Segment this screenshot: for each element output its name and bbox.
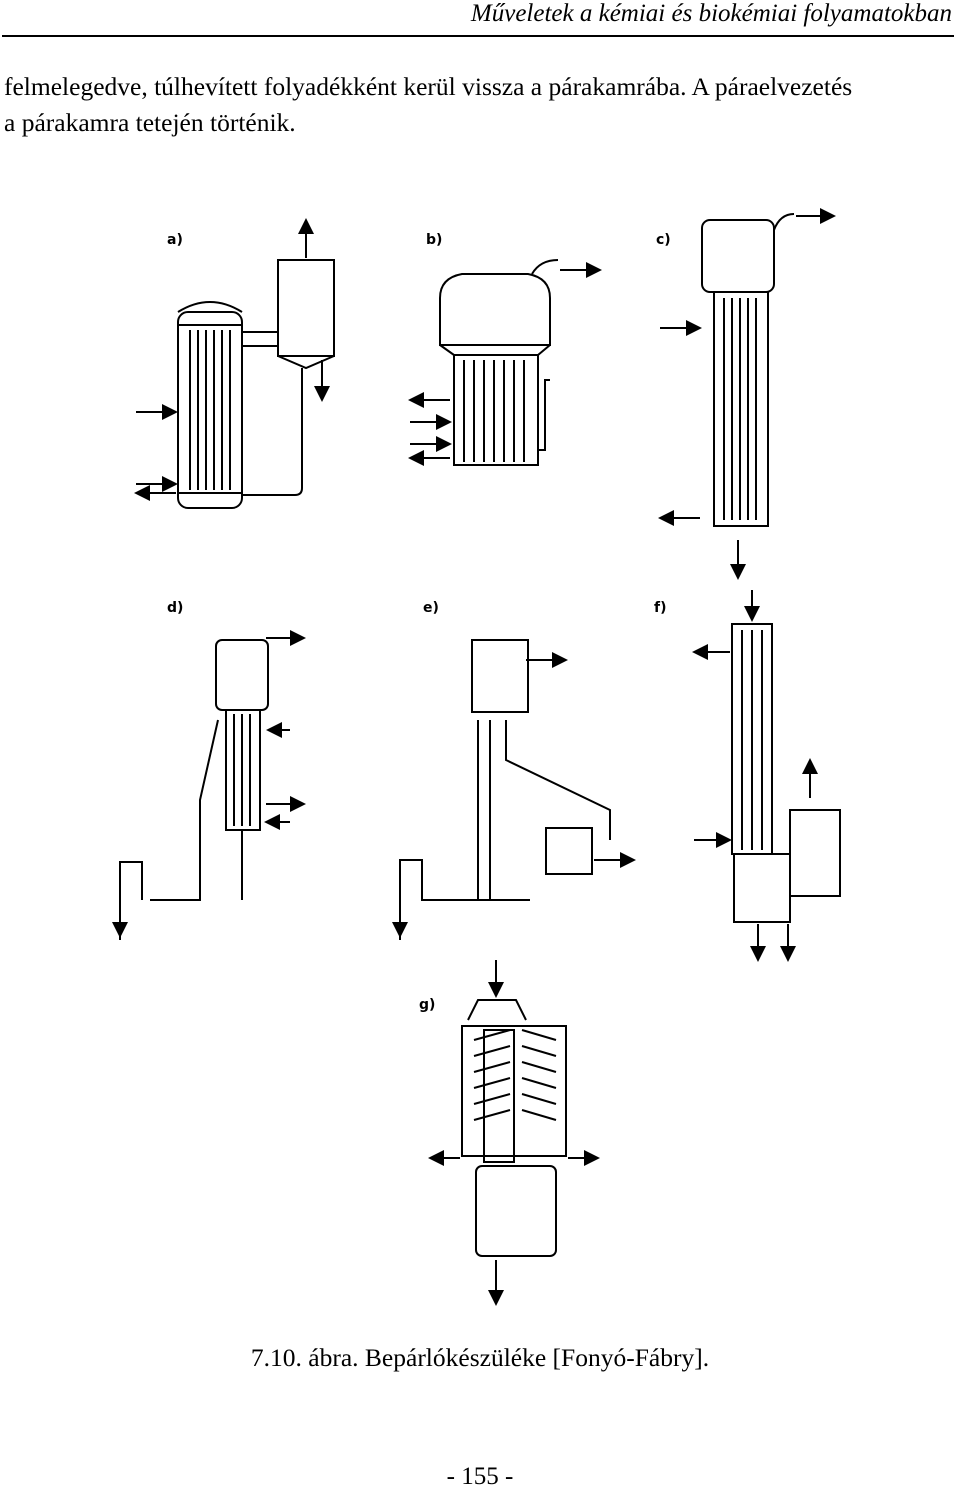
evaporator-figure: a) b) c) d) e) f) g): [90, 200, 850, 1320]
evaporator-g-drawing: [428, 960, 600, 1306]
panel-label-a: a): [167, 232, 183, 248]
evaporator-b-drawing: [408, 259, 602, 466]
evaporator-e-drawing: [392, 639, 636, 940]
figure-caption: 7.10. ábra. Bepárlókészüléke [Fonyó-Fábr…: [250, 1343, 710, 1372]
panel-label-e: e): [423, 600, 439, 616]
body-paragraph: felmelegedve, túlhevített folyadékként k…: [4, 69, 956, 141]
body-line-2: a párakamra tetején történik.: [4, 108, 296, 137]
evaporator-a-drawing: [134, 218, 335, 509]
panel-label-b: b): [426, 232, 443, 248]
running-header: Műveletek a kémiai és biokémiai folyamat…: [470, 0, 952, 27]
evaporator-drawings: [112, 208, 841, 1306]
header-rule: [2, 35, 954, 37]
body-line-1: felmelegedve, túlhevített folyadékként k…: [4, 72, 853, 101]
evaporator-d-drawing: [112, 630, 306, 940]
panel-label-g: g): [419, 997, 436, 1013]
panel-label-d: d): [167, 600, 184, 616]
panel-label-f: f): [654, 600, 667, 616]
page-number: - 155 -: [446, 1463, 514, 1490]
evaporator-c-drawing: [658, 208, 836, 580]
evaporator-f-drawing: [692, 590, 841, 962]
panel-label-c: c): [656, 232, 671, 248]
